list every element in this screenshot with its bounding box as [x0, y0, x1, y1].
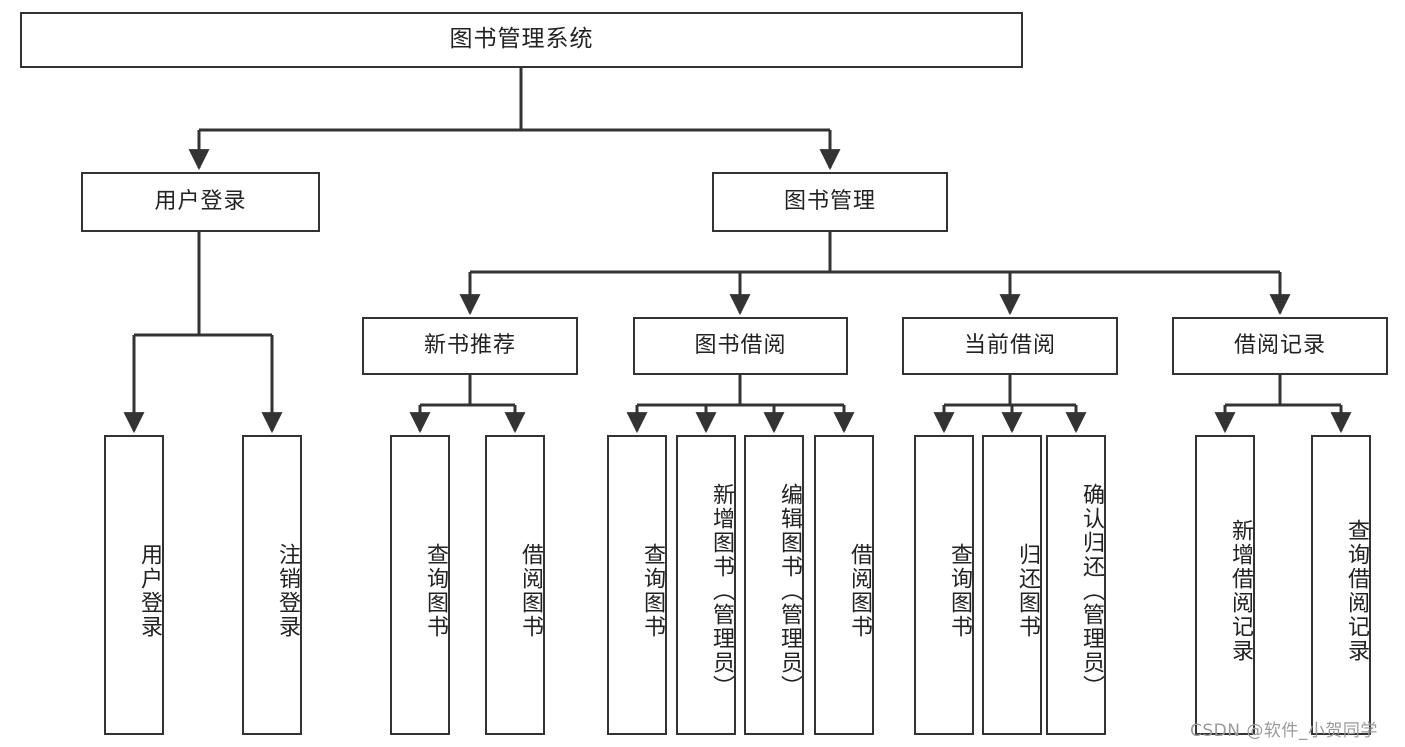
leaf-borrow-record-query[interactable]: 查询借阅记录 — [1311, 435, 1371, 735]
node-label: 图书借阅 — [694, 332, 787, 358]
node-label: 图书管理系统 — [449, 26, 594, 53]
node-new-book-recommend[interactable]: 新书推荐 — [362, 317, 578, 375]
node-label: 注销登录 — [275, 543, 300, 639]
leaf-new-book-query[interactable]: 查询图书 — [390, 435, 450, 735]
node-book-management[interactable]: 图书管理 — [712, 172, 948, 232]
watermark: CSDN @软件_小贺同学 — [1190, 721, 1378, 741]
node-label: 图书管理 — [783, 188, 876, 214]
node-label: 用户登录 — [137, 543, 162, 639]
leaf-book-borrow-lend[interactable]: 借阅图书 — [814, 435, 874, 735]
node-label: 查询图书 — [947, 543, 972, 639]
leaf-user-login-login[interactable]: 用户登录 — [104, 435, 164, 735]
leaf-book-borrow-add[interactable]: 新增图书（管理员） — [676, 435, 736, 735]
node-book-management-system[interactable]: 图书管理系统 — [20, 12, 1023, 68]
node-label: 新书推荐 — [423, 332, 516, 358]
node-label: 查询图书 — [640, 543, 665, 639]
node-label: 归还图书 — [1015, 543, 1040, 639]
leaf-book-borrow-query[interactable]: 查询图书 — [607, 435, 667, 735]
node-label: 借阅图书 — [518, 543, 543, 639]
leaf-user-login-logout[interactable]: 注销登录 — [242, 435, 302, 735]
node-borrow-record[interactable]: 借阅记录 — [1172, 317, 1388, 375]
leaf-borrow-record-add[interactable]: 新增借阅记录 — [1195, 435, 1255, 735]
node-user-login[interactable]: 用户登录 — [81, 172, 320, 232]
node-label: 查询图书 — [423, 543, 448, 639]
node-label: 用户登录 — [154, 188, 247, 214]
leaf-current-borrow-confirm-return[interactable]: 确认归还（管理员） — [1046, 435, 1106, 735]
leaf-book-borrow-edit[interactable]: 编辑图书（管理员） — [744, 435, 804, 735]
node-label: 查询借阅记录 — [1344, 519, 1369, 663]
node-label: 确认归还（管理员） — [1079, 483, 1104, 699]
leaf-current-borrow-query[interactable]: 查询图书 — [914, 435, 974, 735]
node-label: 新增借阅记录 — [1228, 519, 1253, 663]
node-label: 当前借阅 — [963, 332, 1056, 358]
leaf-new-book-borrow[interactable]: 借阅图书 — [485, 435, 545, 735]
node-label: 编辑图书（管理员） — [777, 483, 802, 699]
node-current-borrow[interactable]: 当前借阅 — [902, 317, 1118, 375]
node-label: 新增图书（管理员） — [709, 483, 734, 699]
node-label: 借阅记录 — [1233, 332, 1326, 358]
node-book-borrow[interactable]: 图书借阅 — [633, 317, 848, 375]
node-label: 借阅图书 — [847, 543, 872, 639]
leaf-current-borrow-return[interactable]: 归还图书 — [982, 435, 1042, 735]
